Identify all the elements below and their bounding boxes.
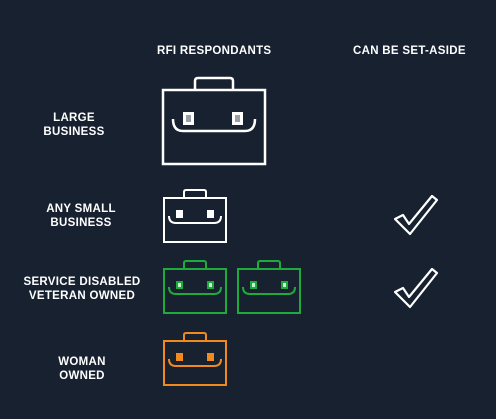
row-label-any-small-business: ANY SMALL BUSINESS: [6, 202, 156, 230]
row-label-line: OWNED: [59, 370, 105, 382]
row-label-line: VETERAN OWNED: [28, 290, 136, 302]
row-label-large-business: LARGE BUSINESS: [0, 111, 149, 139]
row-label-woman-owned: WOMAN OWNED: [7, 355, 157, 383]
checkmark-icon: [393, 267, 439, 309]
row-label-line: ANY SMALL: [46, 203, 116, 215]
checkmark-icon: [393, 194, 439, 236]
briefcase-icon: [163, 189, 227, 243]
briefcase-icon: [163, 332, 227, 386]
briefcase-icon: [237, 260, 301, 314]
row-label-line: LARGE: [53, 112, 95, 124]
briefcase-icon: [163, 260, 227, 314]
row-label-line: SERVICE DISABLED: [23, 276, 141, 288]
briefcase-icon: [161, 76, 267, 166]
header-can-be-set-aside: CAN BE SET-ASIDE: [353, 45, 466, 57]
row-label-line: WOMAN: [58, 356, 106, 368]
row-label-line: BUSINESS: [50, 217, 112, 229]
row-label-service-disabled-veteran-owned: SERVICE DISABLED VETERAN OWNED: [7, 275, 157, 303]
header-rfi-respondants: RFI RESPONDANTS: [157, 45, 272, 57]
row-label-line: BUSINESS: [43, 126, 105, 138]
